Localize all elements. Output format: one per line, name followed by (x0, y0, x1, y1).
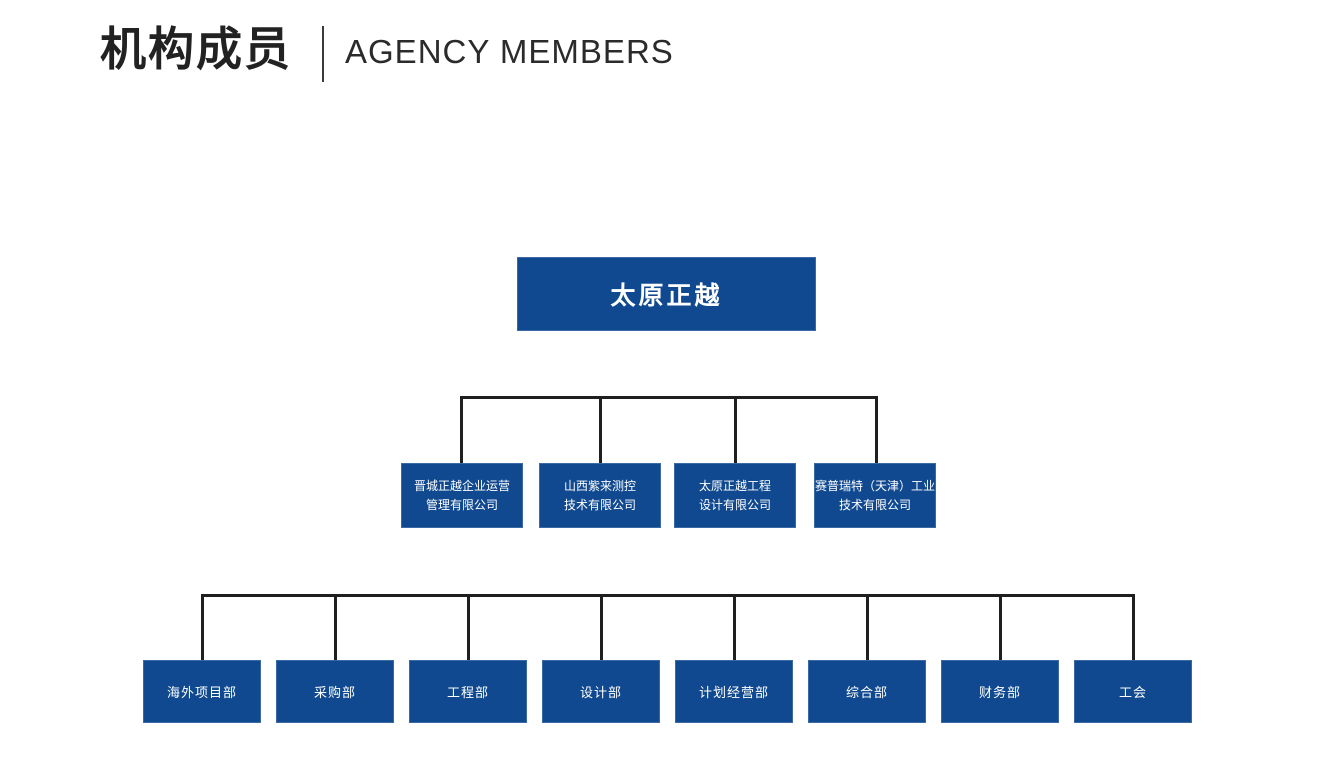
org-node-company-2-line2: 技术有限公司 (563, 497, 636, 512)
org-node-dept-design: 设计部 (542, 660, 660, 723)
org-node-company-1-line2: 管理有限公司 (425, 497, 498, 512)
connector-level3-drop-6 (866, 594, 869, 660)
org-node-root: 太原正越 (517, 257, 816, 331)
org-node-dept-procurement: 采购部 (276, 660, 394, 723)
org-node-dept-label: 海外项目部 (166, 685, 237, 700)
connector-level3-drop-3 (467, 594, 470, 660)
org-node-company-3: 太原正越工程 设计有限公司 (674, 463, 796, 528)
org-node-dept-label: 综合部 (845, 685, 888, 700)
org-node-dept-label: 工程部 (446, 685, 489, 700)
connector-level3-drop-8 (1132, 594, 1135, 660)
title-divider (322, 26, 324, 82)
org-node-company-2-line1: 山西紫来测控 (563, 478, 636, 493)
connector-level3-drop-4 (600, 594, 603, 660)
header: 机构成员 AGENCY MEMBERS (0, 0, 1342, 110)
org-node-company-3-line2: 设计有限公司 (698, 497, 771, 512)
org-node-dept-overseas-projects: 海外项目部 (143, 660, 261, 723)
connector-level3-drop-5 (733, 594, 736, 660)
org-node-dept-labor-union: 工会 (1074, 660, 1192, 723)
org-node-company-2: 山西紫来测控 技术有限公司 (539, 463, 661, 528)
connector-level2-horizontal (460, 396, 878, 399)
org-node-dept-label: 财务部 (978, 685, 1021, 700)
org-node-dept-planning-operations: 计划经营部 (675, 660, 793, 723)
page-title-chinese: 机构成员 (100, 23, 292, 75)
org-node-root-label: 太原正越 (610, 282, 723, 310)
org-node-company-1-line1: 晋城正越企业运营 (413, 478, 510, 493)
org-node-company-4-line2: 技术有限公司 (838, 497, 911, 512)
org-node-dept-label: 设计部 (579, 685, 622, 700)
connector-level2-drop-4 (875, 396, 878, 463)
connector-level3-drop-2 (334, 594, 337, 660)
org-node-company-3-line1: 太原正越工程 (698, 478, 771, 493)
org-node-dept-finance: 财务部 (941, 660, 1059, 723)
org-node-dept-label: 采购部 (313, 685, 356, 700)
org-node-dept-engineering: 工程部 (409, 660, 527, 723)
org-node-dept-general-affairs: 综合部 (808, 660, 926, 723)
org-node-dept-label: 工会 (1118, 685, 1147, 700)
connector-level2-drop-3 (734, 396, 737, 463)
page-title-english: AGENCY MEMBERS (345, 33, 674, 70)
connector-level3-drop-7 (999, 594, 1002, 660)
connector-level3-drop-1 (201, 594, 204, 660)
connector-level2-drop-1 (460, 396, 463, 463)
org-node-company-4: 赛普瑞特（天津）工业 技术有限公司 (814, 463, 936, 528)
org-node-company-1: 晋城正越企业运营 管理有限公司 (401, 463, 523, 528)
org-node-company-4-line1: 赛普瑞特（天津）工业 (814, 478, 935, 493)
connector-level3-horizontal (201, 594, 1135, 597)
connector-level2-drop-2 (599, 396, 602, 463)
org-node-dept-label: 计划经营部 (698, 685, 769, 700)
